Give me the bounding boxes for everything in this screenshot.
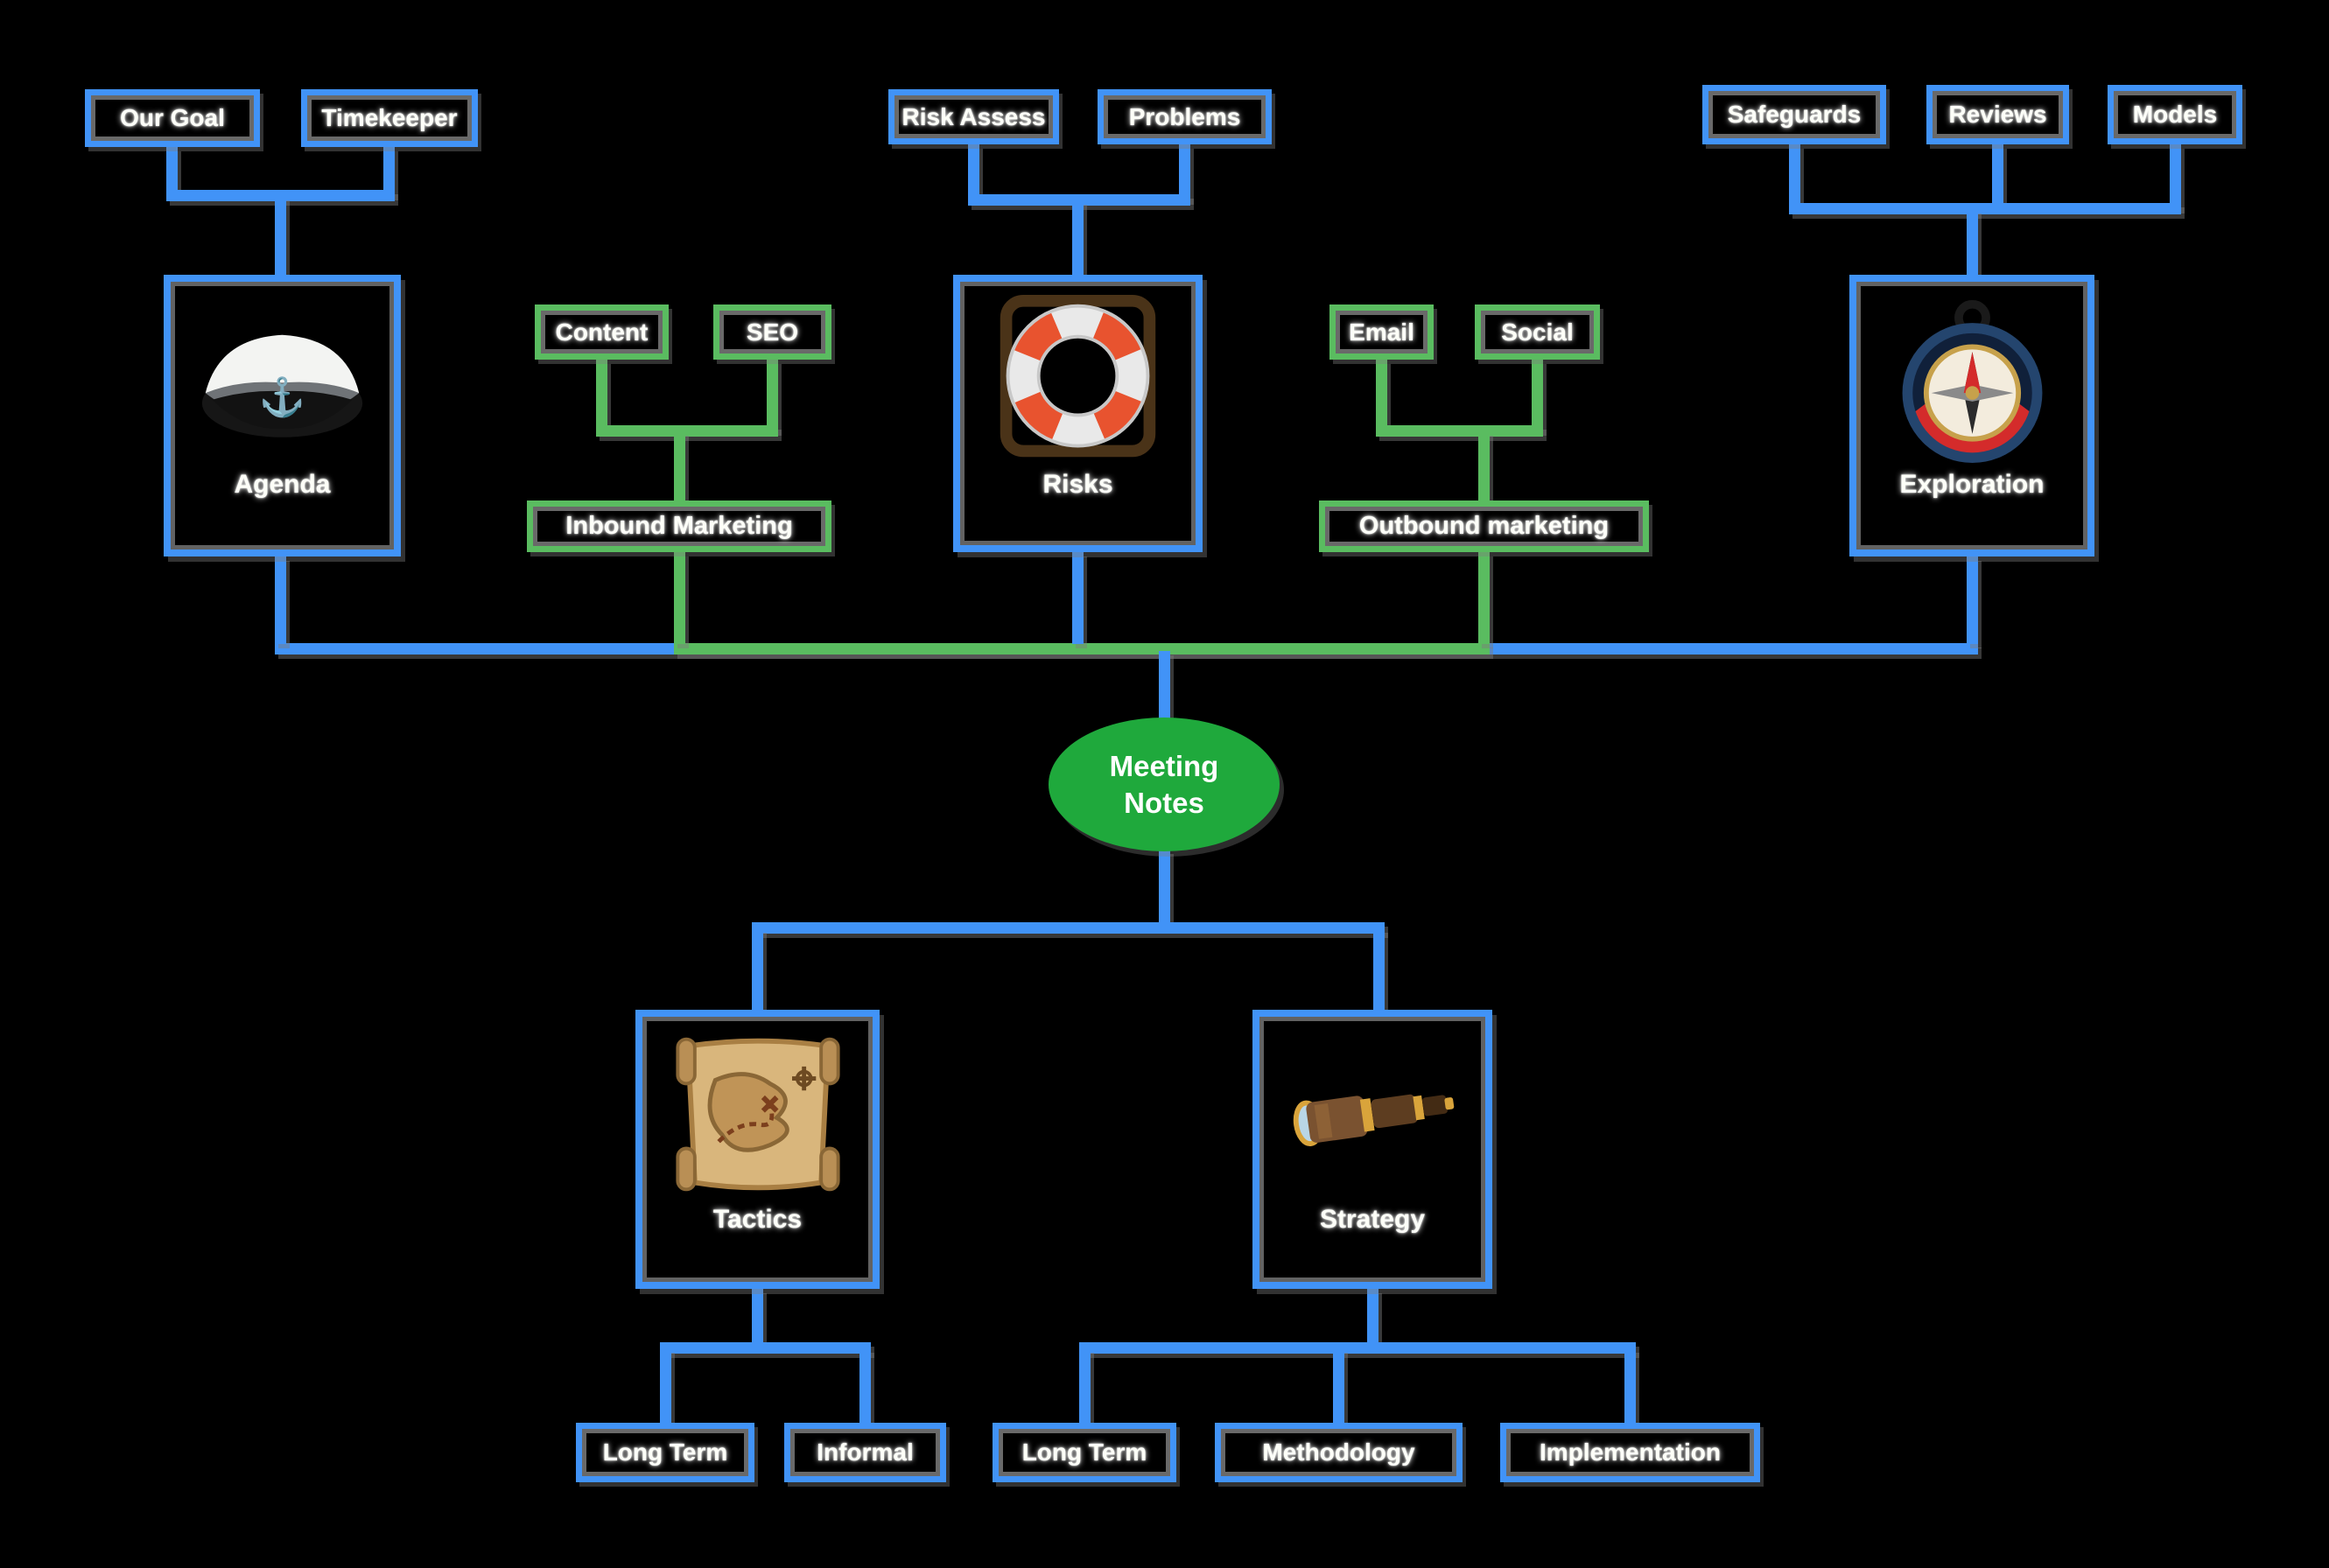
node-exploration[interactable]: Exploration bbox=[1849, 275, 2094, 556]
connector bbox=[1967, 556, 1978, 644]
svg-text:⚓: ⚓ bbox=[259, 376, 305, 419]
connector-center-stem-bottom bbox=[1159, 850, 1170, 928]
node-implementation[interactable]: Implementation bbox=[1500, 1423, 1760, 1482]
connector bbox=[767, 360, 778, 431]
connector bbox=[596, 360, 607, 431]
treasure-map-icon bbox=[662, 1029, 854, 1200]
node-label: Risk Assess bbox=[901, 102, 1046, 130]
connector bbox=[1373, 928, 1385, 1012]
compass-icon bbox=[1878, 294, 2066, 465]
connector bbox=[1532, 360, 1543, 431]
node-label: Exploration bbox=[1899, 470, 2045, 499]
node-label: Agenda bbox=[234, 470, 331, 499]
node-meeting-notes[interactable]: Meeting Notes bbox=[1049, 718, 1280, 851]
connector bbox=[674, 552, 685, 644]
captain-hat-icon: ⚓ bbox=[188, 294, 376, 465]
center-label-line1: Meeting bbox=[1109, 750, 1219, 783]
connector bbox=[1179, 144, 1190, 200]
connector bbox=[1079, 1342, 1636, 1354]
node-label: Timekeeper bbox=[321, 104, 458, 131]
node-label: Risks bbox=[1042, 470, 1113, 499]
node-tactics[interactable]: Tactics bbox=[635, 1010, 880, 1289]
node-label: Our Goal bbox=[120, 104, 225, 131]
node-outbound-marketing[interactable]: Outbound marketing bbox=[1319, 500, 1649, 552]
node-methodology[interactable]: Methodology bbox=[1215, 1423, 1463, 1482]
connector bbox=[383, 147, 395, 196]
node-our-goal[interactable]: Our Goal bbox=[85, 89, 260, 147]
connector bbox=[1072, 200, 1084, 276]
node-label: Tactics bbox=[712, 1205, 803, 1234]
node-long-term-strategy[interactable]: Long Term bbox=[993, 1423, 1176, 1482]
node-label: SEO bbox=[746, 318, 799, 346]
node-label: Safeguards bbox=[1727, 101, 1862, 128]
node-risks[interactable]: Risks bbox=[953, 275, 1203, 552]
node-long-term-tactics[interactable]: Long Term bbox=[576, 1423, 754, 1482]
connector bbox=[752, 1289, 763, 1348]
node-models[interactable]: Models bbox=[2108, 85, 2242, 144]
node-label: Informal bbox=[817, 1438, 914, 1466]
connector bbox=[1789, 144, 1800, 209]
connector bbox=[660, 1342, 871, 1354]
connector bbox=[1079, 1348, 1091, 1424]
connector bbox=[968, 144, 979, 200]
connector bbox=[2170, 144, 2181, 209]
node-label: Inbound Marketing bbox=[565, 512, 793, 540]
connector bbox=[752, 922, 1385, 934]
node-seo[interactable]: SEO bbox=[713, 304, 831, 360]
node-social[interactable]: Social bbox=[1475, 304, 1600, 360]
connector bbox=[674, 431, 685, 502]
connector bbox=[1624, 1348, 1636, 1424]
connector bbox=[1992, 144, 2003, 209]
connector bbox=[166, 190, 395, 201]
node-timekeeper[interactable]: Timekeeper bbox=[301, 89, 478, 147]
node-label: Outbound marketing bbox=[1358, 512, 1610, 540]
node-content[interactable]: Content bbox=[535, 304, 669, 360]
connector bbox=[1367, 1289, 1378, 1348]
connector-main-bus-green bbox=[674, 643, 1490, 654]
connector bbox=[752, 928, 763, 1012]
node-label: Email bbox=[1349, 318, 1414, 346]
node-agenda[interactable]: ⚓ Agenda bbox=[164, 275, 401, 556]
node-label: Methodology bbox=[1262, 1438, 1415, 1466]
node-inbound-marketing[interactable]: Inbound Marketing bbox=[527, 500, 831, 552]
connector-center-stem-top bbox=[1159, 651, 1170, 719]
node-label: Long Term bbox=[1021, 1438, 1147, 1466]
node-safeguards[interactable]: Safeguards bbox=[1702, 85, 1886, 144]
node-email[interactable]: Email bbox=[1329, 304, 1434, 360]
node-informal[interactable]: Informal bbox=[784, 1423, 946, 1482]
connector bbox=[275, 556, 286, 644]
connector bbox=[1789, 203, 2181, 214]
node-label: Problems bbox=[1128, 102, 1241, 130]
connector bbox=[1333, 1348, 1344, 1424]
connector bbox=[660, 1348, 671, 1424]
connector bbox=[1072, 552, 1084, 644]
node-label: Reviews bbox=[1948, 101, 2047, 128]
lifebuoy-icon bbox=[979, 294, 1176, 465]
node-label: Long Term bbox=[602, 1438, 728, 1466]
node-label: Content bbox=[555, 318, 649, 346]
connector bbox=[1478, 552, 1490, 644]
connector bbox=[1376, 425, 1543, 437]
node-label: Strategy bbox=[1319, 1205, 1426, 1234]
connector bbox=[968, 194, 1190, 206]
node-reviews[interactable]: Reviews bbox=[1926, 85, 2069, 144]
connector bbox=[1376, 360, 1387, 431]
node-label: Social bbox=[1501, 318, 1574, 346]
center-label-line2: Notes bbox=[1124, 786, 1204, 819]
node-problems[interactable]: Problems bbox=[1098, 89, 1272, 144]
connector bbox=[1967, 209, 1978, 276]
connector bbox=[166, 147, 178, 196]
node-risk-assess[interactable]: Risk Assess bbox=[888, 89, 1059, 144]
connector bbox=[1478, 431, 1490, 502]
node-label: Models bbox=[2132, 101, 2218, 128]
telescope-icon bbox=[1276, 1029, 1469, 1200]
connector bbox=[275, 196, 286, 276]
node-label: Implementation bbox=[1540, 1438, 1721, 1466]
connector bbox=[859, 1348, 871, 1424]
connector bbox=[596, 425, 778, 437]
node-strategy[interactable]: Strategy bbox=[1252, 1010, 1492, 1289]
